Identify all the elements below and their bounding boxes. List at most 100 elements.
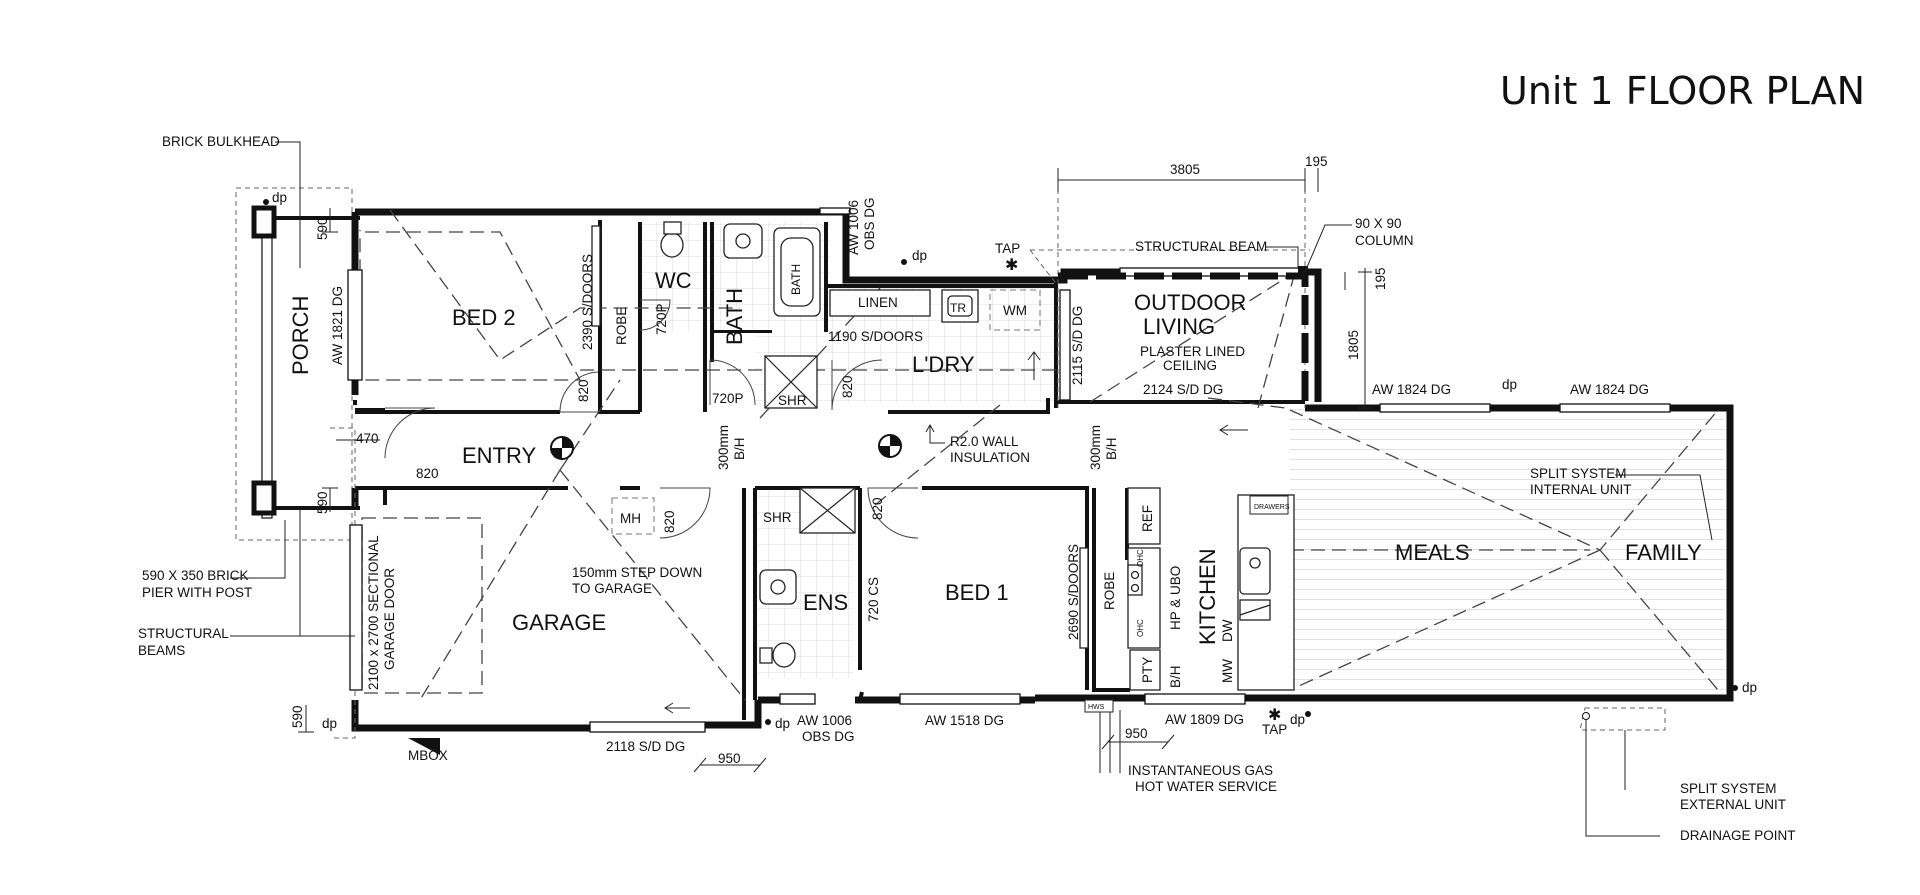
label-step-a: 150mm STEP DOWN <box>572 565 702 580</box>
label-dim-590-a: 590 <box>315 217 330 240</box>
label-garage-door-a: 2100 x 2700 SECTIONAL <box>366 535 381 690</box>
toilet-ensuite <box>772 642 796 668</box>
label-dim-3805: 3805 <box>1170 162 1200 177</box>
kitchen-sink <box>1239 547 1271 595</box>
basin-ensuite-bowl <box>770 579 786 595</box>
dp-marker-1 <box>263 199 269 205</box>
outdoor-living-roof-lines <box>1057 179 1306 408</box>
room-ensuite: ENS <box>803 590 848 615</box>
label-dp-7: dp <box>1742 680 1757 695</box>
label-drainage: DRAINAGE POINT <box>1680 828 1796 843</box>
kitchen-sink-bowl <box>1249 557 1261 569</box>
room-bed1: BED 1 <box>945 580 1009 605</box>
tap-bottom-icon: ✱ <box>1268 707 1281 724</box>
label-sd2118: 2118 S/D DG <box>606 739 685 754</box>
fridge <box>1127 487 1161 545</box>
label-dp-3: dp <box>1502 377 1517 392</box>
plan-title: Unit 1 FLOOR PLAN <box>1500 69 1865 113</box>
room-porch: PORCH <box>288 296 313 375</box>
window-aw1006-bottom <box>779 693 816 705</box>
label-bathtub: BATH <box>789 264 803 295</box>
laundry-bottom-wall <box>888 398 1050 414</box>
label-s2390: 2390 S/DOORS <box>580 254 595 350</box>
dimension-590-mid <box>322 487 338 512</box>
living-arrow <box>1219 424 1248 436</box>
label-aw1824-b: AW 1824 DG <box>1570 382 1649 397</box>
dimension-590-bot <box>298 705 314 733</box>
room-outdoor-2: LIVING <box>1143 314 1215 339</box>
label-dp-6: dp <box>1290 712 1305 727</box>
dimension-1805 <box>1358 268 1372 409</box>
door-swing-entry <box>384 407 436 459</box>
label-dp-1: dp <box>272 190 287 205</box>
washing-machine <box>989 289 1041 331</box>
porch-beam <box>261 207 273 519</box>
door-swing-garage <box>659 487 711 539</box>
room-bath: BATH <box>722 288 747 345</box>
label-aw1006-top-b: OBS DG <box>862 197 877 250</box>
porch-pier-bottom <box>251 480 277 516</box>
label-dim-950-b: 950 <box>1125 726 1148 741</box>
dp-marker-5 <box>765 719 771 725</box>
label-dp-2: dp <box>912 248 927 263</box>
robe1-wall <box>1092 488 1130 692</box>
tap-top-icon: ✱ <box>1005 257 1018 274</box>
label-dim-950-a: 950 <box>718 751 741 766</box>
entry-wall-stub <box>353 400 385 412</box>
label-mw: MW <box>1220 659 1235 683</box>
dimension-950-b <box>1101 734 1175 750</box>
column-marker <box>1298 266 1308 276</box>
burner-2 <box>1130 583 1140 593</box>
shower-top-cross <box>764 355 818 409</box>
label-mbox: MBOX <box>408 748 448 763</box>
label-garage-door-b: GARAGE DOOR <box>382 568 397 670</box>
label-gas-a: INSTANTANEOUS GAS <box>1128 763 1273 778</box>
porch-pier-top <box>251 205 277 239</box>
leader-pier <box>230 520 286 579</box>
leader-brick-bulkhead <box>275 141 301 268</box>
label-dp-4: dp <box>322 716 337 731</box>
label-manhole: MH <box>620 511 641 526</box>
label-wm: WM <box>1003 303 1027 318</box>
manhole <box>611 497 655 535</box>
label-aw1006-bottom-a: AW 1006 <box>797 713 852 728</box>
label-pantry: PTY <box>1140 657 1155 683</box>
label-dim-195-a: 195 <box>1305 154 1328 169</box>
window-aw1824-b <box>1559 403 1671 413</box>
label-fridge: REF <box>1140 505 1155 532</box>
label-dw: DW <box>1220 619 1235 642</box>
room-kitchen: KITCHEN <box>1195 548 1220 645</box>
mbox-symbol <box>408 738 440 755</box>
label-hp-ubo: HP & UBO <box>1168 566 1183 630</box>
label-dim-470: 470 <box>356 431 379 446</box>
laundry-arrow <box>1027 351 1041 380</box>
room-meals: MEALS <box>1395 540 1470 565</box>
label-tap-bottom: TAP <box>1262 722 1287 737</box>
outdoor-diag-line-b <box>1207 271 1296 409</box>
dp-marker-6 <box>1305 711 1311 717</box>
toilet-ensuite-cistern <box>759 647 773 664</box>
label-s1190: 1190 S/DOORS <box>828 329 923 344</box>
label-drawers: DRAWERS <box>1254 504 1290 511</box>
label-linen: LINEN <box>858 295 898 310</box>
label-bh300-a: 300mm <box>716 425 731 470</box>
label-gas-b: HOT WATER SERVICE <box>1135 779 1277 794</box>
label-robe1: ROBE <box>1102 572 1117 610</box>
label-cs720: 720 CS <box>866 577 881 622</box>
shower-ensuite-cross <box>799 487 856 534</box>
window-aw1006-top <box>819 207 851 215</box>
burner-1 <box>1130 570 1140 580</box>
label-820-bed2: 820 <box>576 379 591 402</box>
leader-drainage <box>1585 718 1660 837</box>
label-beams-b: BEAMS <box>138 643 185 658</box>
label-aw1518: AW 1518 DG <box>925 713 1004 728</box>
linen-cupboard <box>829 289 931 317</box>
label-bh300-b: B/H <box>732 437 747 460</box>
label-pier-b: PIER WITH POST <box>142 585 252 600</box>
ensuite-right-wall <box>858 488 864 701</box>
label-sd2115: 2115 S/D DG <box>1070 306 1085 385</box>
room-entry: ENTRY <box>462 443 536 468</box>
room-outdoor-1: OUTDOOR <box>1134 290 1246 315</box>
basin-bath-bowl <box>735 233 751 249</box>
bath-ledge <box>712 330 772 333</box>
